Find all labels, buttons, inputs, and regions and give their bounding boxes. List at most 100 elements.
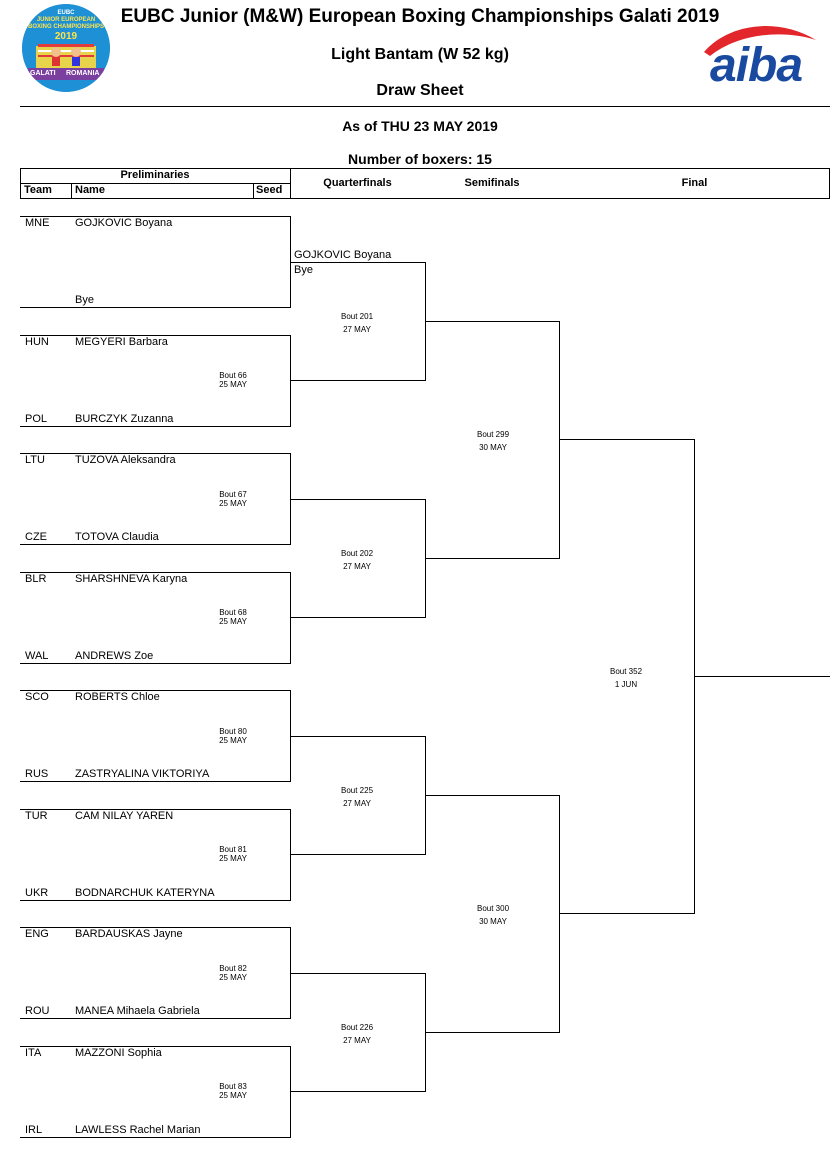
header-separator xyxy=(71,183,72,199)
bracket-line xyxy=(20,453,290,454)
qf-bout-number: Bout 226 xyxy=(340,1022,374,1032)
bracket-line xyxy=(290,380,425,381)
prelim-bout-date: 25 MAY xyxy=(219,617,247,626)
prelim-bout-date: 25 MAY xyxy=(219,380,247,389)
bracket-line xyxy=(20,1018,290,1019)
entry-team: IRL xyxy=(25,1123,43,1136)
bracket-line xyxy=(290,498,425,500)
bracket-line xyxy=(425,557,559,559)
bracket-line xyxy=(694,676,830,678)
sf-bout-date: 30 MAY xyxy=(479,443,507,453)
eubc-logo-line1: EUBC xyxy=(57,10,75,16)
bracket-line xyxy=(559,439,694,441)
prelim-bout-number: Bout 67 xyxy=(219,489,247,499)
number-of-boxers: Number of boxers: 15 xyxy=(348,151,492,167)
as-of-date: As of THU 23 MAY 2019 xyxy=(342,118,498,134)
bracket-line xyxy=(20,927,290,928)
bracket-line xyxy=(425,794,559,796)
bracket-line xyxy=(290,735,425,737)
entry-name: TOTOVA Claudia xyxy=(75,531,159,543)
entry-team: POL xyxy=(25,412,48,425)
page-title: EUBC Junior (M&W) European Boxing Champi… xyxy=(120,6,720,27)
qf-bout-date: 27 MAY xyxy=(343,1035,371,1045)
entry-team: CZE xyxy=(25,531,47,543)
bracket-line xyxy=(20,662,290,664)
aiba-logo-text: aiba xyxy=(710,39,803,92)
entry-team: WAL xyxy=(25,649,49,662)
prelim-bout-number: Bout 83 xyxy=(219,1082,247,1091)
weight-category: Light Bantam (W 52 kg) xyxy=(331,46,509,63)
prelim-bout-date: 25 MAY xyxy=(219,1091,247,1100)
bracket-line xyxy=(20,571,290,573)
entry-team: UKR xyxy=(25,886,49,899)
col-name: Name xyxy=(75,184,105,196)
bracket-line xyxy=(20,1136,290,1138)
entry-name: MEGYERI Barbara xyxy=(75,335,168,348)
qf-advanced-name: GOJKOVIC Boyana xyxy=(294,248,392,261)
aiba-logo: aiba xyxy=(700,22,818,92)
eubc-logo-country: ROMANIA xyxy=(66,70,100,77)
entry-name: TUZOVA Aleksandra xyxy=(75,454,176,466)
header-separator xyxy=(253,183,254,199)
entry-name: ROBERTS Chloe xyxy=(75,691,160,703)
entry-name: Bye xyxy=(75,294,94,306)
entry-name: MANEA Mihaela Gabriela xyxy=(75,1005,200,1017)
entry-team: ROU xyxy=(25,1005,50,1017)
entry-team: ENG xyxy=(25,928,49,940)
col-quarterfinals: Quarterfinals xyxy=(323,177,392,189)
bracket-line xyxy=(20,781,290,782)
entry-team: SCO xyxy=(25,691,49,703)
prelim-bout-number: Bout 66 xyxy=(219,371,247,380)
prelim-bout-date: 25 MAY xyxy=(219,854,247,863)
sheet-title: Draw Sheet xyxy=(376,82,464,99)
sf-bout-date: 30 MAY xyxy=(479,917,507,927)
prelim-bout-date: 25 MAY xyxy=(219,735,247,745)
qf-bout-number: Bout 225 xyxy=(340,785,374,795)
entry-name: ZASTRYALINA VIKTORIYA xyxy=(75,768,210,780)
entry-team: LTU xyxy=(25,454,45,466)
bracket-line xyxy=(425,1031,559,1033)
entry-name: GOJKOVIC Boyana xyxy=(75,217,173,229)
entry-team: HUN xyxy=(25,335,49,348)
eubc-logo-line3: BOXING CHAMPIONSHIPS xyxy=(27,24,104,30)
entry-name: ANDREWS Zoe xyxy=(75,649,154,662)
qf-bout-date: 27 MAY xyxy=(343,561,371,571)
entry-name: BARDAUSKAS Jayne xyxy=(75,928,183,940)
entry-team: RUS xyxy=(25,768,49,780)
bracket-line xyxy=(20,899,290,901)
sf-bout-number: Bout 300 xyxy=(476,904,510,914)
bracket-line xyxy=(290,617,425,618)
qf-bout-date: 27 MAY xyxy=(343,324,371,334)
bracket-line xyxy=(20,425,290,427)
prelim-bout-number: Bout 80 xyxy=(219,726,247,736)
entry-team: BLR xyxy=(25,572,47,585)
bracket-line xyxy=(20,544,290,545)
col-seed: Seed xyxy=(256,184,283,196)
bracket-line xyxy=(290,1091,425,1092)
prelim-bout-number: Bout 82 xyxy=(219,963,247,973)
entry-name: LAWLESS Rachel Marian xyxy=(75,1123,201,1136)
bracket-line xyxy=(425,320,559,322)
bracket-line xyxy=(290,854,425,855)
header-separator xyxy=(290,168,291,199)
final-bout-number: Bout 352 xyxy=(609,667,643,677)
qf-bout-number: Bout 201 xyxy=(340,311,374,321)
col-preliminaries: Preliminaries xyxy=(120,169,190,181)
prelim-bout-number: Bout 68 xyxy=(219,608,247,617)
header-separator xyxy=(20,183,290,184)
entry-team: TUR xyxy=(25,809,48,822)
bracket-line xyxy=(20,307,290,308)
entry-name: CAM NILAY YAREN xyxy=(75,809,174,822)
bracket-line xyxy=(20,690,290,691)
eubc-logo-line2: JUNIOR EUROPEAN xyxy=(36,17,96,23)
entry-name: SHARSHNEVA Karyna xyxy=(75,572,188,585)
qf-bout-number: Bout 202 xyxy=(340,548,374,558)
col-final: Final xyxy=(681,177,708,189)
prelim-bout-date: 25 MAY xyxy=(219,972,247,982)
sf-bout-number: Bout 299 xyxy=(476,430,510,440)
bracket-line xyxy=(20,216,290,217)
prelim-bout-date: 25 MAY xyxy=(219,498,247,508)
bracket-line xyxy=(290,972,425,974)
eubc-logo-city: GALATI xyxy=(30,70,56,77)
entry-team: ITA xyxy=(25,1046,42,1059)
